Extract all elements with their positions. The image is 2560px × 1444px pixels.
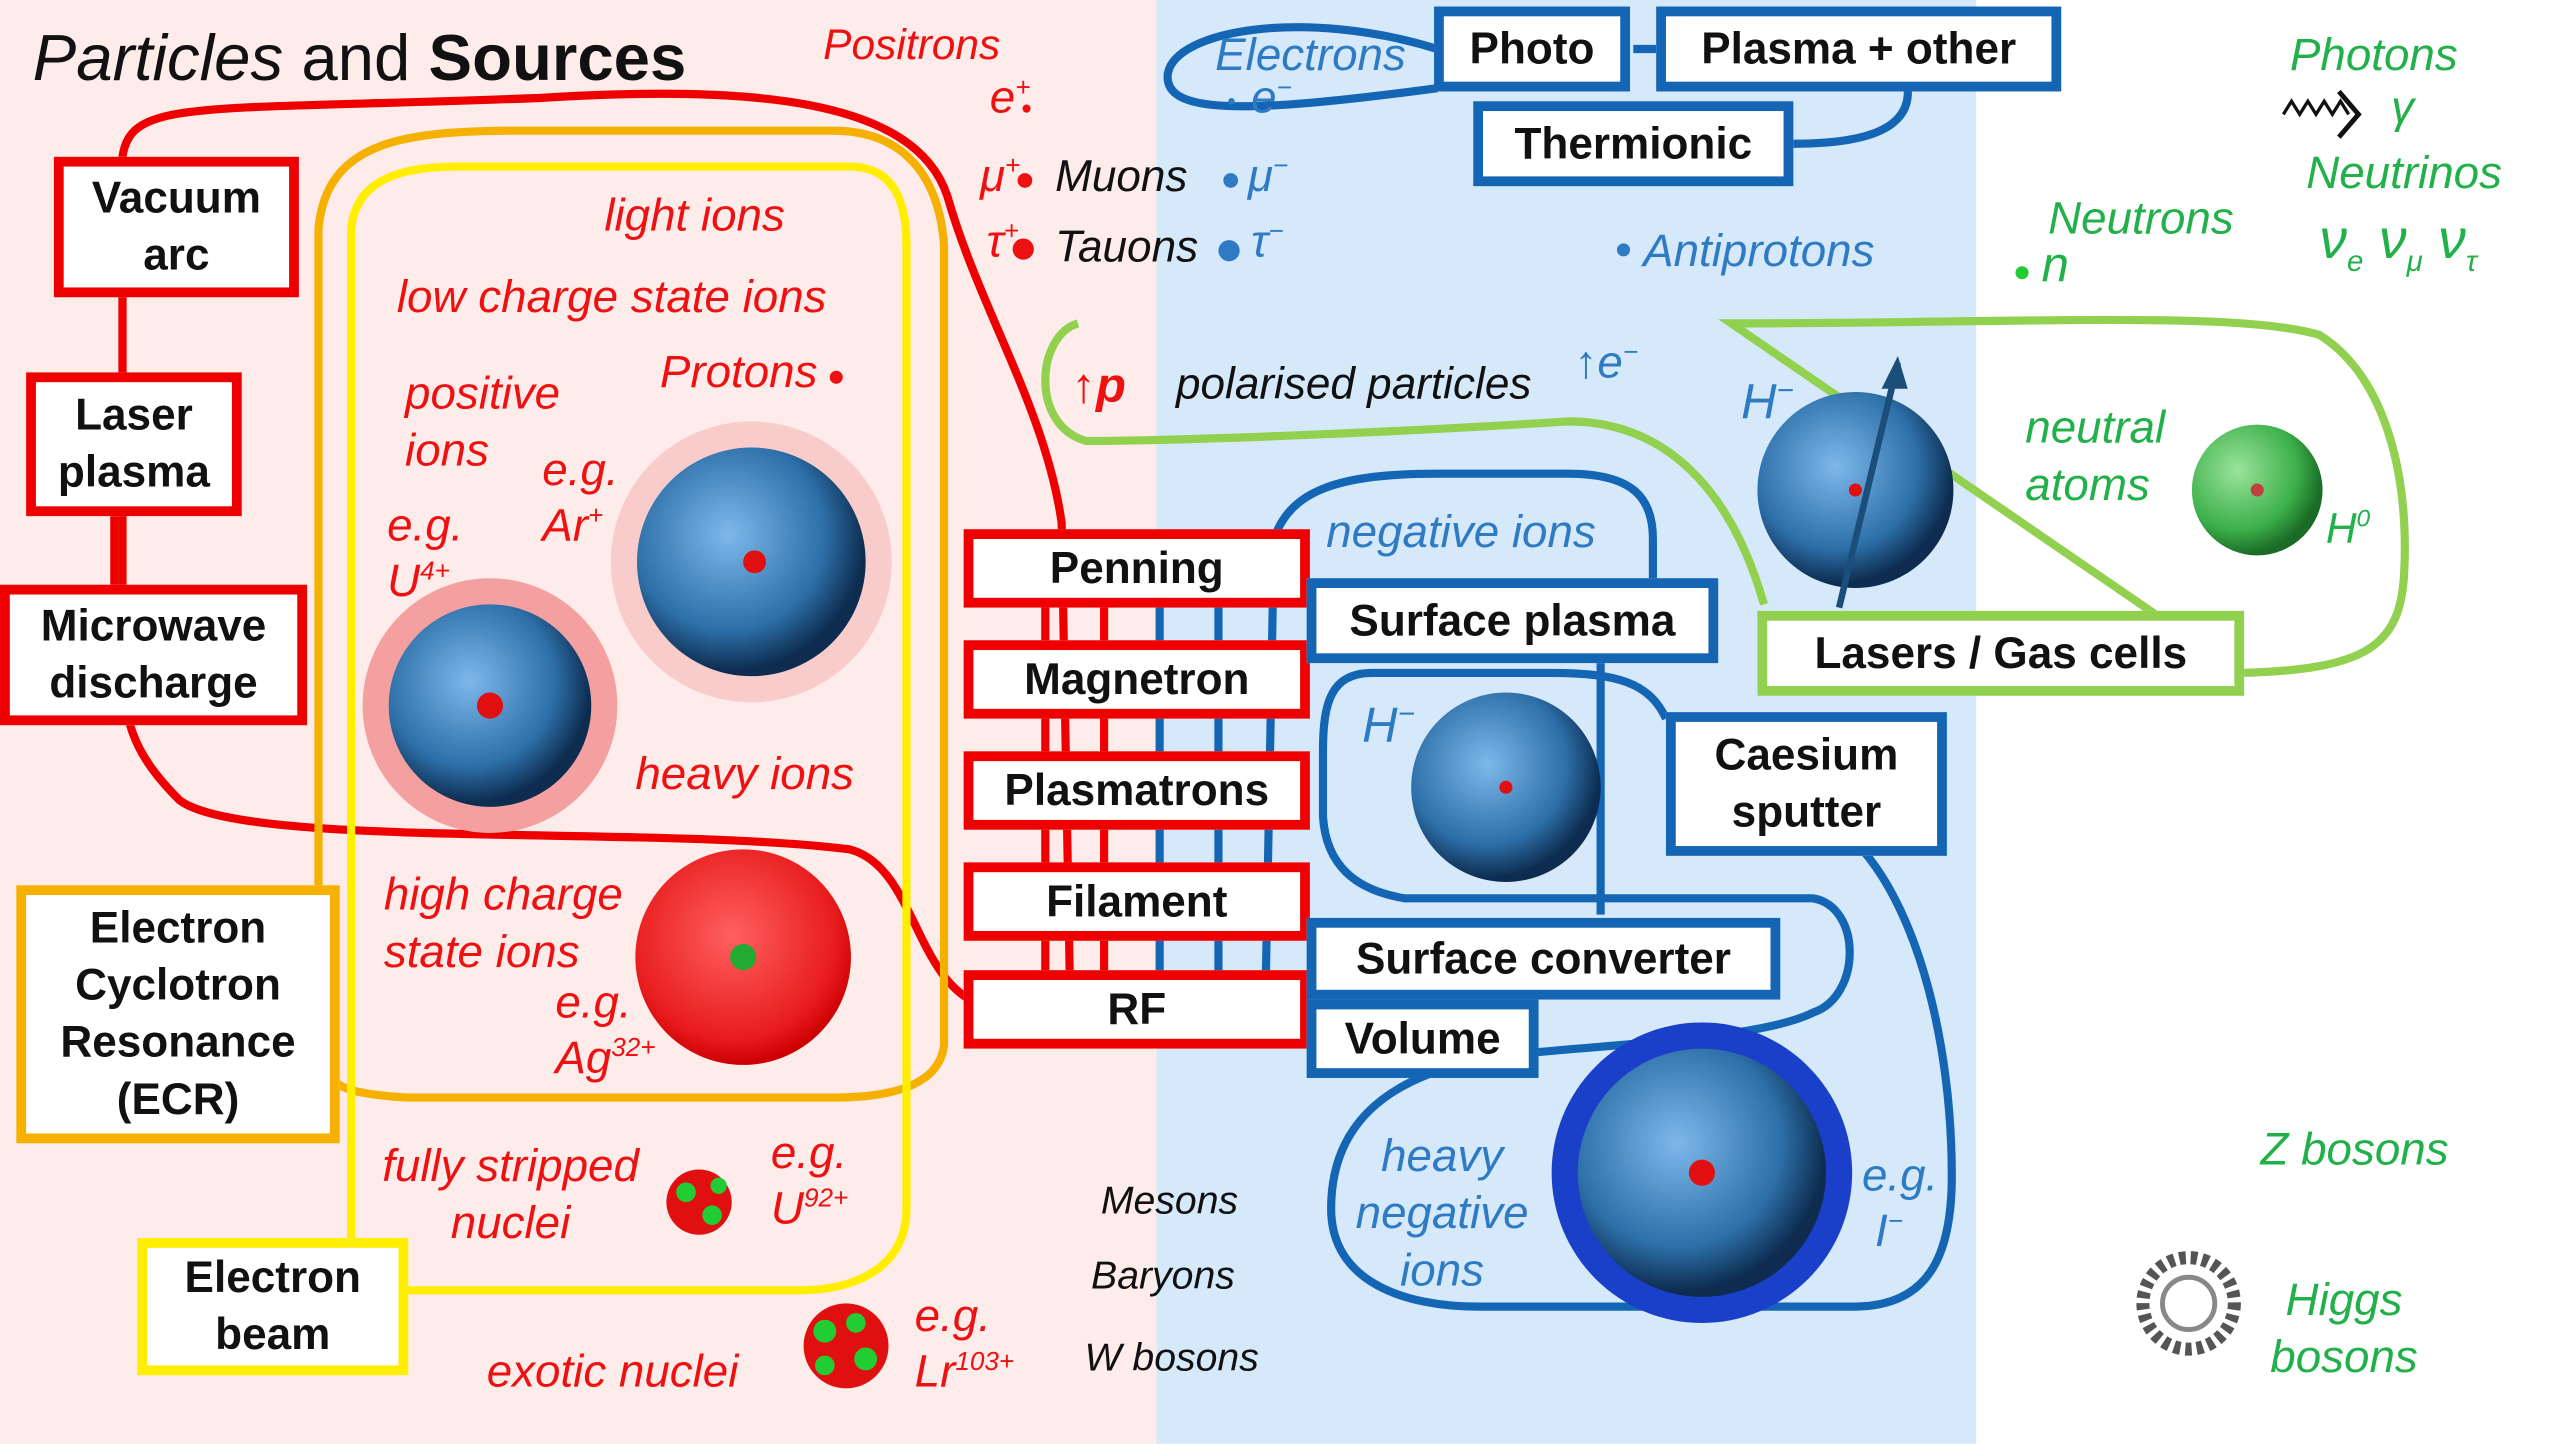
baryons-label: Baryons xyxy=(1091,1258,1235,1297)
negative-ions-label: negative ions xyxy=(1326,510,1596,556)
ar-symbol: Ar+ xyxy=(542,503,603,549)
electron-dot xyxy=(1228,98,1235,105)
heavy-negative-ions-label: heavy negative ions xyxy=(1356,1127,1529,1298)
photons-label: Photons xyxy=(2290,33,2458,79)
positive-ions-label: positive ions xyxy=(405,364,560,478)
eg-u-label: e.g. xyxy=(387,503,463,549)
lr-symbol: Lr103+ xyxy=(915,1349,1015,1395)
z-bosons-label: Z bosons xyxy=(2260,1127,2448,1173)
polarised-e-symbol: ↑e− xyxy=(1575,340,1639,386)
proton-dot xyxy=(830,371,843,384)
low-charge-label: low charge state ions xyxy=(397,274,827,320)
eg-ag-label: e.g. xyxy=(555,980,631,1026)
neutrons-label: Neutrons xyxy=(2048,196,2234,242)
nucleus-h0 xyxy=(2251,483,2264,496)
higgs-label: Higgs bosons xyxy=(2270,1271,2417,1385)
nucleus-i xyxy=(1689,1160,1715,1186)
muon-minus-dot xyxy=(1223,173,1238,188)
electrons-label: Electrons xyxy=(1215,33,1406,79)
photon-wave-icon xyxy=(2283,101,2348,114)
protons-label: Protons xyxy=(660,350,818,396)
h0-symbol: H0 xyxy=(2326,506,2370,548)
gamma-symbol: γ xyxy=(2391,85,2414,131)
mu-minus-symbol: μ− xyxy=(1248,154,1288,200)
i-minus-symbol: I− xyxy=(1875,1209,1903,1255)
heavy-ions-label: heavy ions xyxy=(635,751,854,797)
eg-lr-label: e.g. xyxy=(915,1294,991,1340)
u-symbol: U4+ xyxy=(387,559,450,605)
fully-stripped-label: fully stripped nuclei xyxy=(382,1137,639,1251)
w-bosons-label: W bosons xyxy=(1085,1339,1259,1378)
antiprotons-label: Antiprotons xyxy=(1643,229,1874,275)
tau-plus-symbol: τ+ xyxy=(987,219,1019,265)
nucleus-u xyxy=(477,693,503,719)
exotic-nucleus xyxy=(804,1303,889,1388)
higgs-icon xyxy=(2143,1258,2234,1349)
e-plus-symbol: e+ xyxy=(990,75,1031,121)
nucleus-ag xyxy=(730,944,756,970)
tauon-minus-dot xyxy=(1218,240,1239,261)
mesons-label: Mesons xyxy=(1101,1183,1238,1222)
mu-plus-symbol: μ+ xyxy=(980,154,1020,200)
nucleus-ar xyxy=(743,550,766,573)
neutrinos-label: Neutrinos xyxy=(2306,150,2502,196)
h-minus-polarised-label: H− xyxy=(1741,376,1794,428)
muons-label: Muons xyxy=(1055,155,1187,199)
spin-arrow-head xyxy=(1882,356,1908,389)
neutral-atoms-label: neutral atoms xyxy=(2025,399,2165,513)
e-minus-symbol: e− xyxy=(1251,75,1292,121)
neutron-dot xyxy=(2015,266,2028,279)
tauons-label: Tauons xyxy=(1055,225,1198,269)
eg-ar-label: e.g. xyxy=(542,448,618,494)
polarised-particles-label: polarised particles xyxy=(1176,363,1531,407)
u92-symbol: U92+ xyxy=(771,1186,848,1232)
h-minus-label: H− xyxy=(1362,699,1415,751)
nucleus-hp xyxy=(1849,483,1862,496)
high-charge-label: high charge state ions xyxy=(384,866,623,980)
light-ions-label: light ions xyxy=(604,193,785,239)
eg-u92-label: e.g. xyxy=(771,1130,847,1176)
eg-i-label: e.g. xyxy=(1862,1153,1938,1199)
n-symbol: n xyxy=(2042,242,2069,291)
neutrino-symbols: νe νμ ντ xyxy=(2319,212,2477,275)
positrons-label: Positrons xyxy=(823,23,1000,65)
exotic-nuclei-label: exotic nuclei xyxy=(487,1349,739,1395)
polarised-p-symbol: ↑p xyxy=(1071,363,1125,412)
tau-minus-symbol: τ− xyxy=(1251,219,1283,265)
stripped-nucleus xyxy=(666,1169,731,1234)
nucleus-h xyxy=(1499,781,1512,794)
ag-symbol: Ag32+ xyxy=(555,1036,655,1082)
antiproton-dot xyxy=(1617,243,1630,256)
